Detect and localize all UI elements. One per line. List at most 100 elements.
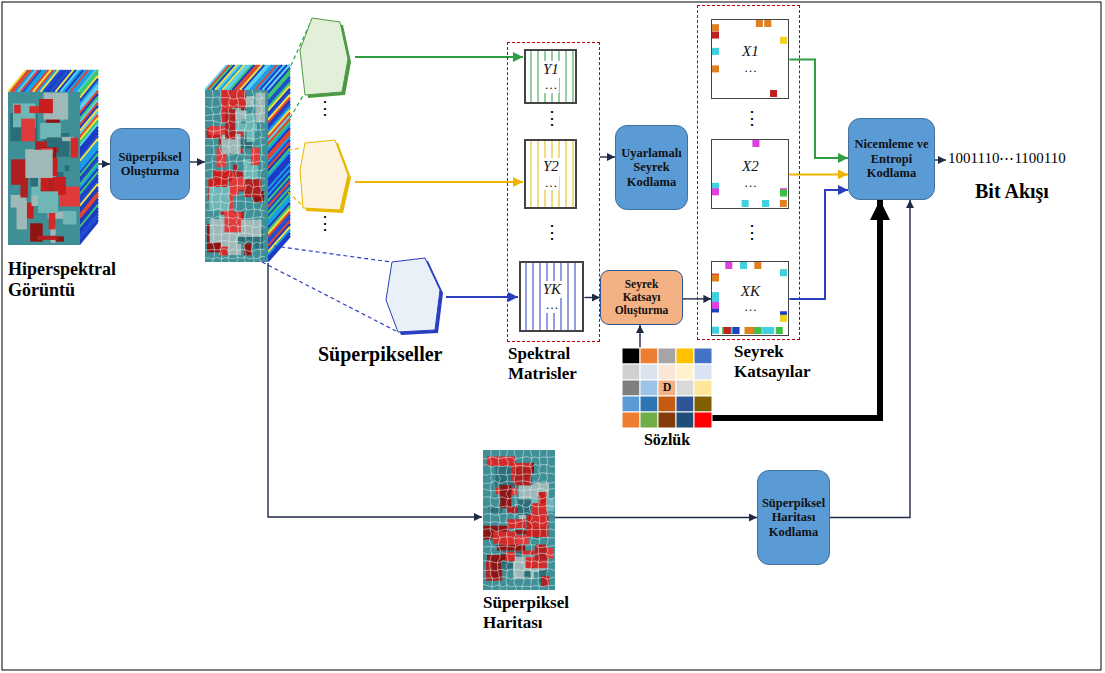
- superpixel-line: [483, 497, 555, 500]
- superpixel-line: [483, 585, 555, 588]
- sparse-matrix: X2…: [711, 139, 789, 209]
- flow-connector: [600, 156, 615, 157]
- coefficient-cell: [726, 262, 733, 269]
- image-ground: [205, 90, 268, 262]
- superpixel-line: [205, 105, 265, 108]
- spectral-column: [526, 263, 527, 330]
- coefficient-cell: [756, 20, 763, 27]
- node-text: Nicemleme ve Entropi Kodlama: [853, 137, 930, 180]
- spectral-streak: [268, 236, 290, 261]
- process-box: Seyrek Katsayı Oluşturma: [600, 270, 683, 325]
- superpixel-line: [236, 90, 239, 262]
- dashed-leader: [262, 262, 396, 331]
- node-text: Süperpiksel Oluşturma: [115, 150, 185, 179]
- superpixel-line: [538, 450, 541, 590]
- dictionary-atom: [640, 364, 658, 380]
- coefficient-cell: [780, 37, 787, 44]
- superpixel-line: [205, 177, 265, 180]
- plain-text: ⋮: [543, 222, 561, 243]
- node-text: …: [742, 61, 759, 76]
- node-text: YK: [541, 281, 563, 298]
- spectral-column: [533, 263, 534, 330]
- superpixel-line: [483, 545, 555, 548]
- superpixel-line: [205, 161, 265, 163]
- process-box: Uyarlamalı Seyrek Kodlama: [615, 125, 688, 210]
- matrix-group: Spektral MatrislerY1…Y2…YK…: [507, 42, 600, 342]
- coefficient-cell: [712, 32, 719, 39]
- dictionary-atom: [676, 396, 694, 412]
- dictionary-atom: [676, 364, 694, 380]
- dictionary-atom: [640, 380, 658, 396]
- image-patch: [220, 245, 228, 255]
- dashed-leader: [290, 94, 304, 118]
- superpixel-line: [205, 193, 265, 195]
- spectral-column: [566, 51, 567, 102]
- node-text: X1: [740, 43, 761, 60]
- spectral-column: [575, 263, 576, 330]
- node-text: Y1: [541, 61, 561, 78]
- coefficient-cell: [765, 20, 772, 27]
- superpixel-line: [483, 505, 555, 508]
- dictionary-atom: [658, 380, 676, 396]
- coefficient-cell: [712, 189, 719, 196]
- superpixel-line: [522, 450, 525, 590]
- flow-connector: [555, 517, 757, 518]
- process-box: Süperpiksel Oluşturma: [110, 128, 190, 200]
- image-patch: [500, 485, 511, 508]
- coefficient-cell: [780, 315, 787, 322]
- dictionary-atom: [694, 380, 712, 396]
- image-patch: [497, 545, 525, 551]
- dictionary-atom: [658, 364, 676, 380]
- coefficient-cell: [712, 302, 719, 309]
- coefficient-cell: [780, 270, 787, 277]
- spectral-column: [531, 141, 532, 207]
- superpixel-line: [483, 561, 555, 563]
- coefficient-cell: [724, 327, 731, 334]
- node-text: Y2: [541, 158, 561, 175]
- coefficient-cell: [740, 262, 747, 269]
- image-patch: [17, 201, 27, 229]
- spectral-matrix: YK…: [519, 261, 584, 332]
- node-text: …: [742, 300, 759, 315]
- superpixel-line: [205, 185, 265, 188]
- flow-connector: [639, 325, 640, 348]
- flow-connector: [712, 200, 880, 418]
- node-text: …: [542, 176, 559, 191]
- image-ground: [8, 92, 80, 245]
- superpixel-line: [205, 217, 265, 219]
- dictionary-atom: [658, 412, 676, 428]
- flow-connector: [789, 173, 848, 175]
- plain-text: 1001110⋯1100110: [948, 150, 1066, 167]
- spectral-column: [531, 51, 532, 102]
- spectral-matrix: Y1…: [524, 49, 577, 104]
- plain-text: ⋮: [743, 108, 761, 129]
- superpixel-line: [205, 121, 265, 124]
- cube-art: [8, 70, 98, 245]
- superpixel-line: [483, 569, 555, 572]
- spectral-streak: [80, 217, 98, 239]
- spectral-matrix: Y2…: [524, 139, 577, 209]
- superpixel-line: [220, 90, 223, 262]
- spectral-column: [568, 263, 569, 330]
- superpixel-line: [483, 529, 555, 532]
- caption-text: Bit Akışı: [975, 180, 1049, 203]
- caption-holder: Süperpiksel Haritası: [483, 593, 603, 632]
- superpixel-shape: [386, 258, 440, 332]
- node-caption: Seyrek Katsayılar: [734, 342, 822, 381]
- image-patch: [209, 187, 229, 211]
- image-patch: [14, 105, 20, 114]
- dictionary-atom: [694, 348, 712, 364]
- image-patch: [63, 211, 76, 224]
- image-patch: [47, 137, 62, 147]
- cube-side: [80, 70, 98, 245]
- dictionary-atom: [676, 348, 694, 364]
- dictionary-atom: [658, 396, 676, 412]
- node-text: XK: [739, 283, 762, 300]
- flow-arrow: [190, 161, 205, 162]
- superpixel-line: [483, 457, 555, 460]
- image-patch: [244, 242, 251, 255]
- dictionary-atom: [694, 396, 712, 412]
- coefficient-cell: [755, 262, 762, 269]
- coefficient-cell: [776, 327, 783, 334]
